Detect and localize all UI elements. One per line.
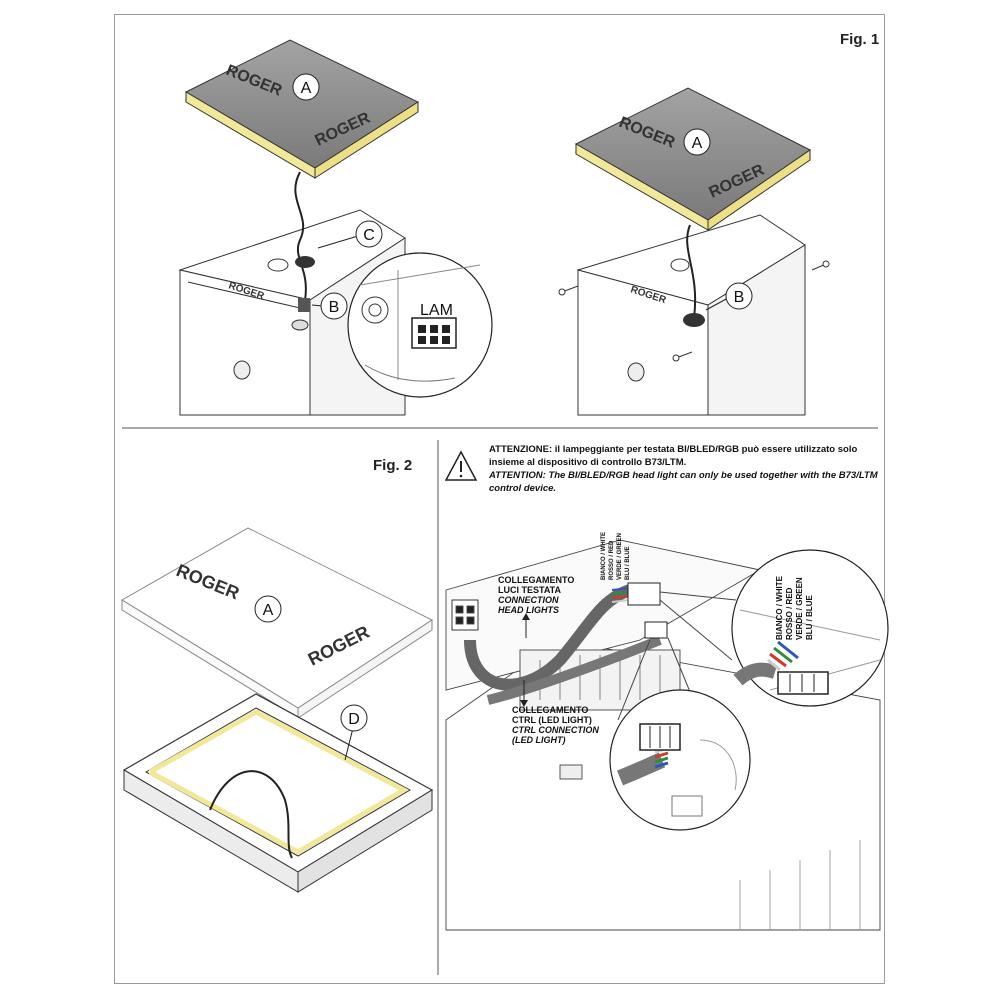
svg-text:BIANCO / WHITE: BIANCO / WHITE [601, 532, 607, 580]
right-cabinet [576, 214, 806, 416]
svg-text:BLU / BLUE: BLU / BLUE [805, 594, 814, 640]
fig2-lid-outline [121, 527, 434, 719]
ctrl-label-en2: (LED LIGHT) [512, 735, 566, 745]
head-label-it2: LUCI TESTATA [498, 585, 561, 595]
head-light-terminal [627, 582, 661, 606]
ctrl-terminal [644, 621, 668, 639]
wire-labels-small: BIANCO / WHITE ROSSO / RED VERDE / GREEN… [601, 532, 631, 580]
svg-text:D: D [348, 711, 360, 728]
svg-text:A: A [692, 135, 703, 152]
ctrl-label-en1: CTRL CONNECTION [512, 725, 599, 735]
head-light-cable [464, 584, 633, 691]
lam-connector-label: LAM [420, 302, 453, 319]
callout-a-left: A [292, 73, 320, 101]
fig1-label: Fig. 1 [840, 31, 879, 48]
fig2-label: Fig. 2 [373, 457, 412, 474]
led-strip [148, 709, 410, 855]
cable-grommet-right [683, 313, 705, 327]
svg-text:BLU / BLUE: BLU / BLUE [625, 546, 631, 580]
svg-text:ROSSO / RED: ROSSO / RED [785, 587, 794, 640]
svg-text:ROSSO / RED: ROSSO / RED [609, 540, 615, 580]
svg-text:A: A [301, 80, 312, 97]
right-lid [574, 87, 811, 231]
cable-connector-left [298, 298, 310, 312]
page-frame [114, 14, 885, 984]
callout-c: C [355, 220, 383, 248]
leader-b-left [311, 304, 323, 307]
led-frame [122, 693, 434, 893]
terminal-detail-inset [731, 549, 889, 707]
svg-text:B: B [329, 299, 340, 316]
left-lid [184, 39, 420, 179]
callout-d: D [340, 704, 368, 732]
ctrl-label-it1: COLLEGAMENTO [512, 705, 588, 715]
warning-icon [444, 450, 478, 481]
leader-c [317, 235, 359, 249]
head-label-it1: COLLEGAMENTO [498, 575, 574, 585]
screws-right [558, 260, 830, 362]
leader-b-right [705, 297, 729, 311]
svg-text:A: A [263, 602, 274, 619]
svg-text:BIANCO / WHITE: BIANCO / WHITE [775, 575, 784, 640]
cable-grommet-left [295, 256, 315, 268]
svg-text:B: B [734, 289, 745, 306]
warning-it-line2: insieme al dispositivo di controllo B73/… [489, 457, 686, 468]
svg-text:VERDE / GREEN: VERDE / GREEN [617, 533, 623, 580]
lamp-cable-right [686, 224, 697, 319]
head-label-en1: CONNECTION [498, 595, 559, 605]
wire-bundle-head [611, 587, 631, 603]
callout-b-right: B [725, 282, 753, 310]
leader-d [344, 727, 354, 761]
svg-text:VERDE / GREEN: VERDE / GREEN [795, 577, 804, 640]
callout-b-left: B [320, 292, 348, 320]
head-label-en2: HEAD LIGHTS [498, 605, 559, 615]
callout-a-right: A [683, 128, 711, 156]
lam-detail-inset [347, 252, 493, 398]
ctrl-cable [486, 635, 662, 705]
ctrl-label-it2: CTRL (LED LIGHT) [512, 715, 592, 725]
warning-en-line2: control device. [489, 483, 556, 494]
warning-it-line1: ATTENZIONE: il lampeggiante per testata … [489, 444, 857, 455]
warning-en-line1: ATTENTION: The BI/BLED/RGB head light ca… [488, 470, 879, 481]
wire-labels-inset: BIANCO / WHITE ROSSO / RED VERDE / GREEN… [775, 575, 814, 640]
callout-a-fig2: A [254, 595, 282, 623]
ctrl-terminal-detail-inset [609, 689, 751, 831]
svg-text:C: C [363, 227, 375, 244]
lamp-cable-left [294, 171, 307, 301]
